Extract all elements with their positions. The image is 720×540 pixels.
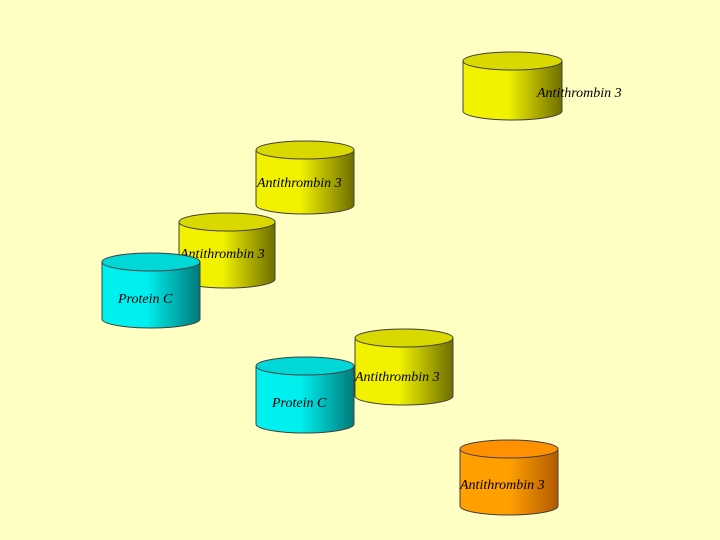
cylinder-label: Antithrombin 3 xyxy=(354,370,440,385)
cylinder-antithrombin-3-orange: Antithrombin 3 xyxy=(459,439,559,516)
cylinder-top-face xyxy=(354,328,454,348)
cylinder-label: Protein C xyxy=(117,292,173,307)
cylinder-antithrombin-3-second: Antithrombin 3 xyxy=(255,140,355,215)
cylinder-top-face xyxy=(255,140,355,160)
cylinder-body xyxy=(462,60,563,121)
cylinder-protein-c-middle: Protein C xyxy=(255,356,355,434)
cylinder-protein-c-left: Protein C xyxy=(101,252,201,329)
cylinder-top-face xyxy=(255,356,355,376)
cylinder-label: Protein C xyxy=(271,396,327,411)
cylinder-antithrombin-3-third: Antithrombin 3 xyxy=(178,212,276,289)
cylinder-body xyxy=(354,337,454,406)
cylinder-label: Antithrombin 3 xyxy=(256,176,342,191)
cylinder-top-face xyxy=(462,51,563,71)
cylinder-body xyxy=(255,365,355,434)
cylinder-top-face xyxy=(459,439,559,459)
cylinder-label: Antithrombin 3 xyxy=(179,247,265,262)
cylinder-body xyxy=(459,448,559,516)
cylinder-label: Antithrombin 3 xyxy=(536,86,622,101)
cylinder-body xyxy=(255,149,355,215)
cylinder-antithrombin-3-fourth: Antithrombin 3 xyxy=(354,328,454,406)
cylinder-antithrombin-3-top: Antithrombin 3 xyxy=(462,51,622,121)
cylinder-top-face xyxy=(101,252,201,272)
cylinder-body xyxy=(101,261,201,329)
cylinder-top-face xyxy=(178,212,276,232)
cylinder-label: Antithrombin 3 xyxy=(459,478,545,493)
